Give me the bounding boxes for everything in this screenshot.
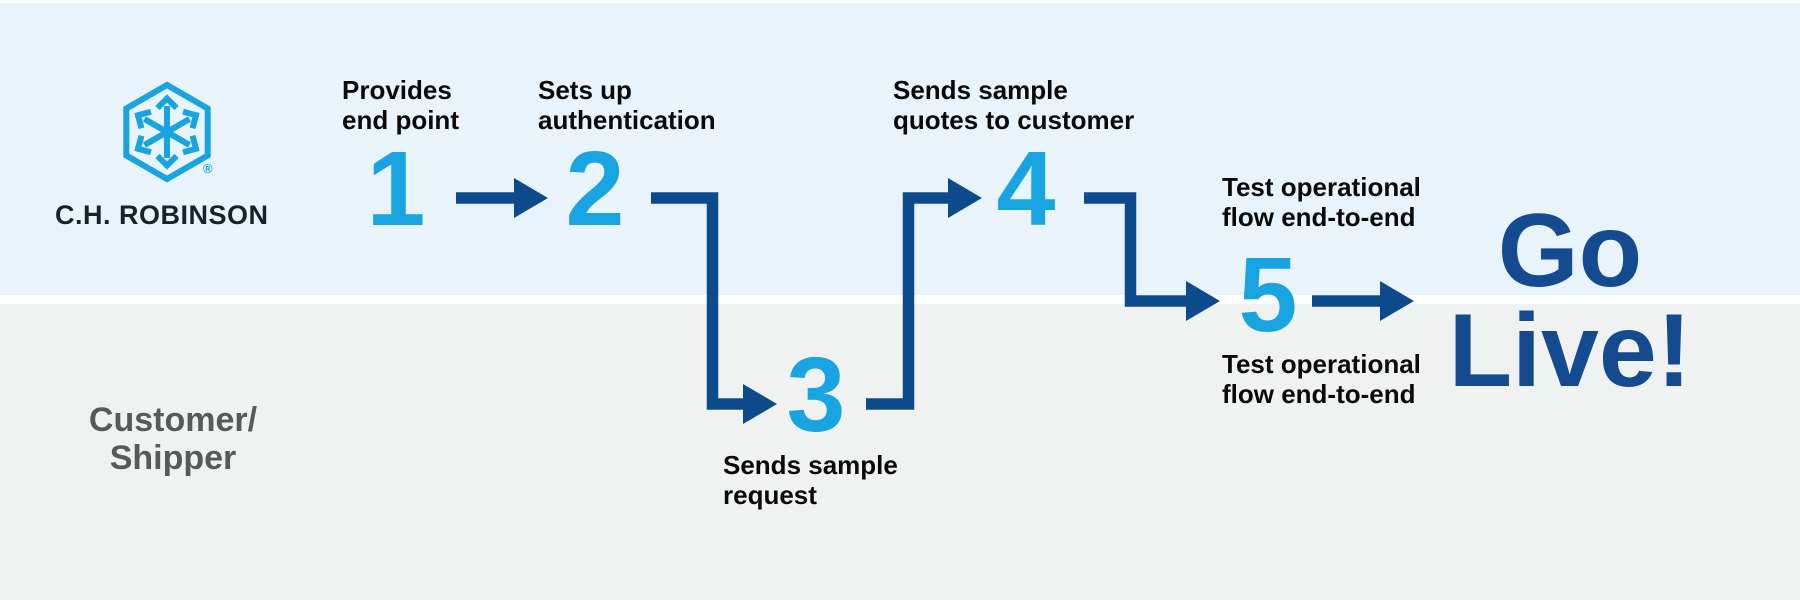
arrow-step5-to-golive (1312, 281, 1414, 321)
registered-trademark-symbol: ® (203, 161, 213, 176)
step2-label-line2: authentication (538, 105, 716, 135)
arrow-step1-to-step2 (456, 178, 548, 218)
step3-label: Sends sample request (723, 450, 898, 510)
lane-chrobinson (0, 3, 1800, 295)
step5-number: 5 (1238, 236, 1298, 354)
step5-label-top-line2: flow end-to-end (1222, 202, 1416, 232)
step4-label-line1: Sends sample (893, 75, 1068, 105)
step4-label: Sends sample quotes to customer (893, 75, 1134, 135)
step1-label: Provides end point (342, 75, 459, 135)
step5-label-bottom-line2: flow end-to-end (1222, 379, 1416, 409)
customer-shipper-line1: Customer/ (88, 401, 258, 439)
customer-shipper-line2: Shipper (109, 439, 237, 477)
step3-label-line2: request (723, 480, 817, 510)
step1-label-line2: end point (342, 105, 459, 135)
arrow-step4-to-step5 (1084, 192, 1220, 321)
chrobinson-wordmark: C.H. ROBINSON (55, 200, 269, 230)
step3-label-line1: Sends sample (723, 450, 898, 480)
step5-label-top-line1: Test operational (1222, 172, 1421, 202)
step2-number: 2 (565, 130, 625, 248)
go-live-text: Go Live! (1425, 193, 1715, 409)
customer-shipper-label: Customer/ Shipper (40, 401, 306, 477)
step3-number: 3 (786, 336, 846, 454)
go-live-line1: Go (1497, 193, 1643, 309)
arrow-step3-to-step4 (866, 178, 982, 410)
step1-number: 1 (366, 130, 426, 248)
step5-label-top: Test operational flow end-to-end (1222, 172, 1421, 232)
step5-label-bottom: Test operational flow end-to-end (1222, 349, 1421, 409)
step2-label: Sets up authentication (538, 75, 716, 135)
step5-label-bottom-line1: Test operational (1222, 349, 1421, 379)
chrobinson-hexagon-logo-icon (123, 81, 211, 183)
lane-customer-shipper (0, 304, 1800, 600)
step2-label-line1: Sets up (538, 75, 632, 105)
step4-number: 4 (996, 130, 1056, 248)
go-live-line2: Live! (1448, 293, 1692, 409)
step1-label-line1: Provides (342, 75, 452, 105)
arrow-step2-to-step3 (651, 192, 777, 424)
step4-label-line2: quotes to customer (893, 105, 1135, 135)
